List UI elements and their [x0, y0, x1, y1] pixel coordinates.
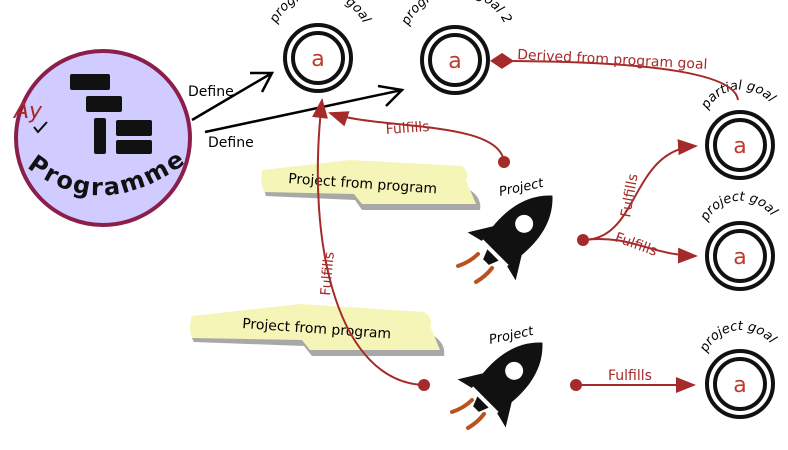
rocket-flame — [456, 252, 480, 268]
fulfills-label-bottom: Fulfills — [608, 368, 652, 384]
programme-node[interactable]: Ay Programme — [12, 49, 192, 227]
programme-goal-2-node[interactable]: a programme goal 2 — [398, 0, 514, 95]
derived-edge: Derived from program goal — [490, 47, 739, 101]
goal-icon-letter: a — [733, 373, 746, 398]
rocket-flame — [466, 412, 486, 430]
programme-logo: Ay — [12, 99, 43, 124]
goal-icon-letter: a — [733, 245, 746, 270]
checkmark-icon — [33, 121, 48, 134]
fulfills-label-top: Fulfills — [385, 119, 430, 138]
define-label-2: Define — [208, 135, 254, 151]
project-banner-2: Project from program — [190, 304, 445, 356]
programme-goal-2-title: programme goal 2 — [398, 0, 514, 29]
goal-icon-letter: a — [733, 134, 746, 159]
project-banner-1: Project from program — [261, 160, 481, 210]
define-label-1: Define — [188, 84, 234, 100]
rocket-icon — [467, 195, 553, 281]
define-edges: Define Define — [188, 71, 405, 151]
project-node-1[interactable]: Project — [456, 172, 576, 287]
rocket-flame — [474, 266, 494, 284]
partial-goal-node[interactable]: a partial goal — [698, 78, 779, 180]
partial-goal-title: partial goal — [698, 78, 779, 112]
goal-icon-letter: a — [448, 49, 461, 74]
goal-icon-letter: a — [311, 47, 324, 72]
project-goal-node-1[interactable]: a project goal — [697, 190, 781, 291]
target-goal-icon — [428, 33, 482, 87]
rocket-icon — [457, 342, 543, 428]
derived-label: Derived from program goal — [517, 47, 708, 73]
fulfills-label-project-goal: Fulfills — [613, 230, 660, 260]
target-goal-icon — [713, 229, 767, 283]
define-arrow-2 — [204, 88, 403, 134]
project-goal-1-title: project goal — [697, 190, 781, 225]
fulfills-edge-top — [328, 111, 505, 163]
fulfills-edge-project-goal — [582, 238, 698, 264]
target-goal-icon — [713, 357, 767, 411]
gantt-chart-icon — [70, 74, 152, 154]
define-arrowhead-2 — [377, 84, 405, 107]
fulfills-label-vertical: Fulfills — [318, 251, 338, 296]
target-goal-icon — [291, 31, 345, 85]
define-arrow-1 — [191, 71, 273, 122]
programme-goal-title: programme goal — [266, 0, 373, 26]
define-arrowhead-1 — [250, 71, 275, 93]
fulfills-edge-vertical — [312, 98, 425, 386]
programme-goal-node[interactable]: a programme goal — [266, 0, 373, 93]
fulfills-label-partial: Fulfills — [618, 173, 641, 219]
target-goal-icon — [713, 118, 767, 172]
fulfills-edge-partial — [582, 139, 698, 241]
project-goal-node-2[interactable]: a project goal — [696, 319, 779, 419]
project-1-label: Project — [498, 176, 546, 200]
project-node-2[interactable]: Project — [450, 319, 567, 434]
rocket-flame — [450, 398, 474, 414]
